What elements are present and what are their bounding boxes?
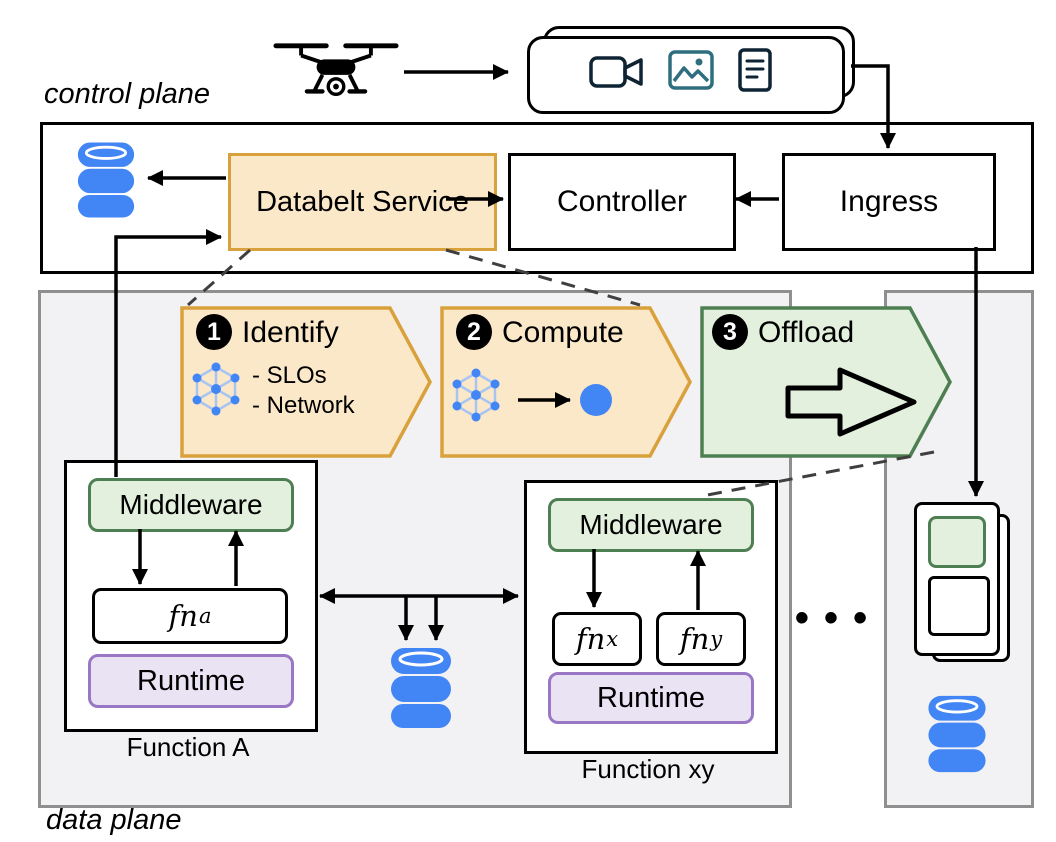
databelt-service-box: Databelt Service (228, 153, 497, 251)
database-icon-shared (388, 646, 454, 730)
step-compute-banner (440, 306, 692, 458)
step-1-bullet-network: - Network (252, 392, 355, 419)
step-3-label: Offload (758, 316, 855, 349)
database-icon-remote (926, 694, 988, 774)
controller-label: Controller (556, 185, 688, 218)
step-1-bullet-slos: - SLOs (252, 362, 327, 389)
compute-result-dot (580, 384, 612, 416)
document-icon (738, 48, 772, 92)
ingress-box: Ingress (782, 153, 996, 251)
offloaded-function-block (928, 576, 990, 636)
control-plane-label: control plane (44, 78, 211, 110)
fn-x-subscript: x (606, 627, 619, 651)
function-a-runtime: Runtime (88, 654, 294, 708)
offloaded-middleware-block (928, 516, 986, 568)
network-graph-icon-compute (448, 366, 504, 422)
function-xy-caption: Function xy (581, 754, 715, 784)
function-xy-middleware: Middleware (548, 498, 754, 552)
function-a-runtime-label: Runtime (137, 664, 245, 697)
databelt-service-label: Databelt Service (256, 185, 469, 218)
fn-x-label: fn (575, 622, 606, 656)
step-2-label: Compute (502, 316, 624, 349)
more-functions-ellipsis: • • • (794, 596, 870, 640)
offload-arrow-icon (782, 362, 922, 442)
fn-y-label: fn (679, 622, 710, 656)
step-1-number: 1 (207, 317, 221, 346)
step-2-number: 2 (467, 317, 481, 346)
drone-icon (272, 36, 400, 108)
step-1-badge: 1 (196, 314, 232, 350)
function-a-caption: Function A (126, 732, 250, 762)
fn-a-subscript: a (198, 604, 212, 628)
function-a-middleware: Middleware (88, 478, 294, 532)
fn-y-subscript: y (710, 627, 723, 651)
fn-a-label: fn (168, 599, 198, 633)
step-1-label: Identify (242, 316, 339, 349)
capture-card-front (527, 36, 845, 114)
step-3-badge: 3 (712, 314, 748, 350)
video-camera-icon (588, 52, 646, 92)
step-offload-banner (700, 306, 952, 458)
database-icon-control (76, 140, 136, 220)
ingress-label: Ingress (839, 185, 939, 218)
data-plane-label: data plane (46, 804, 182, 836)
function-xy-middleware-label: Middleware (579, 509, 723, 540)
controller-box: Controller (508, 153, 736, 251)
image-icon (668, 50, 714, 90)
step-2-badge: 2 (456, 314, 492, 350)
network-graph-icon-identify (188, 360, 244, 416)
function-a-middleware-label: Middleware (119, 489, 263, 520)
function-xy-runtime-label: Runtime (597, 681, 705, 714)
function-xy-runtime: Runtime (548, 672, 754, 724)
step-3-number: 3 (723, 317, 737, 346)
